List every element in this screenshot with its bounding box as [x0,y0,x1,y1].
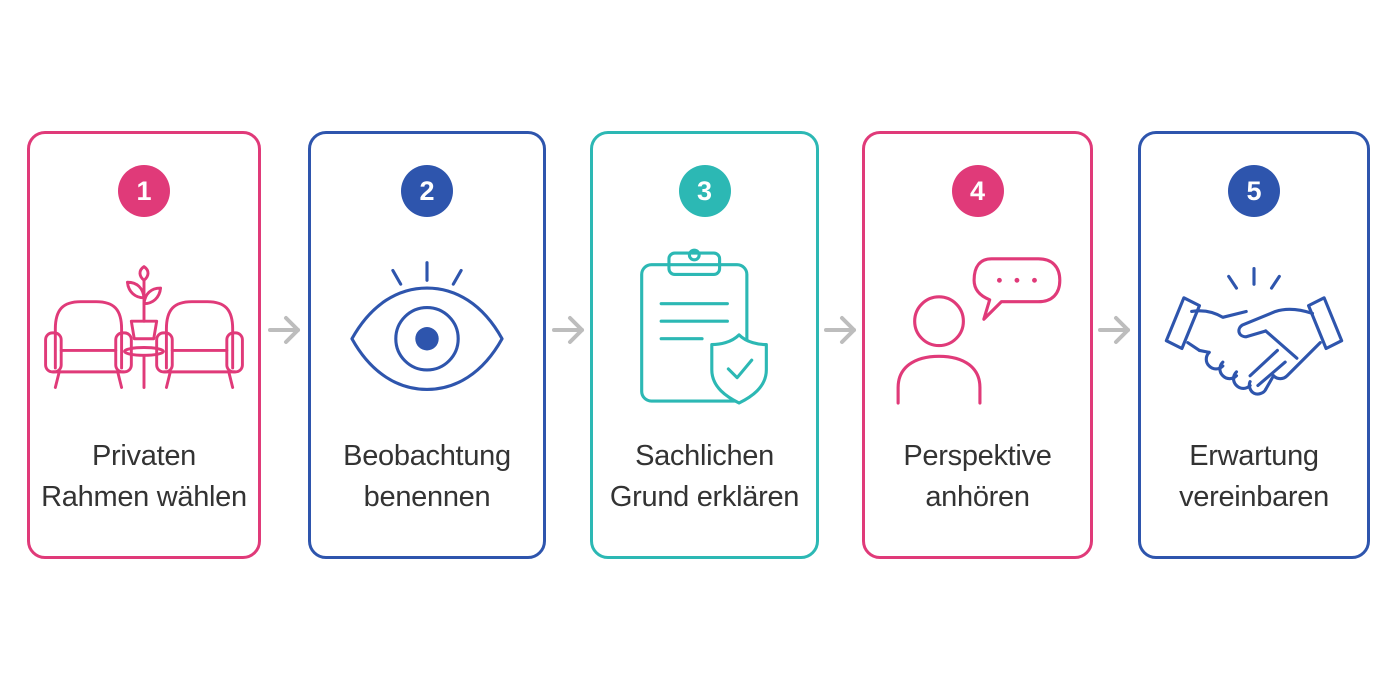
step-label-line-2: Grund erklären [609,481,800,513]
step-label-line-1: Sachlichen [635,440,774,472]
eye-icon [311,239,543,419]
step-label: Privaten Rahmen wählen [36,436,252,518]
step-number-badge: 5 [1228,165,1280,217]
arrow-right-icon [266,313,304,347]
step-label: Sachlichen Grund erklären [599,436,810,518]
clipboard-shield-icon [593,239,816,419]
step-number-badge: 3 [678,165,731,217]
arrow-right-icon [1096,313,1134,347]
step-card-4: 4 Perspektive anhören [862,131,1093,559]
step-card-1: 1 [27,131,261,559]
arrow-right-icon [822,313,860,347]
step-label: Erwartung vereinbaren [1147,436,1361,518]
step-number-badge: 2 [401,165,453,217]
step-number-badge: 4 [951,165,1004,217]
step-label-line-2: Rahmen wählen [41,481,247,513]
step-card-2: 2 Beobachtung benennen [308,131,546,559]
step-label-line-2: vereinbaren [1179,481,1329,513]
step-label-line-1: Erwartung [1189,440,1319,472]
step-card-5: 5 Erwartung [1138,131,1370,559]
arrow-right-icon [550,313,588,347]
step-label: Beobachtung benennen [317,436,537,518]
step-label-line-2: anhören [925,481,1030,513]
person-speech-icon [865,239,1090,419]
handshake-icon [1141,239,1367,419]
step-card-3: 3 Sachlichen Grund erklären [590,131,819,559]
step-number-badge: 1 [118,165,170,217]
step-label-line-2: benennen [363,481,491,513]
armchairs-plant-icon [30,239,258,419]
step-label-line-1: Beobachtung [343,440,511,472]
step-label-line-1: Privaten [92,440,196,472]
step-label: Perspektive anhören [871,436,1084,518]
step-label-line-1: Perspektive [903,440,1052,472]
